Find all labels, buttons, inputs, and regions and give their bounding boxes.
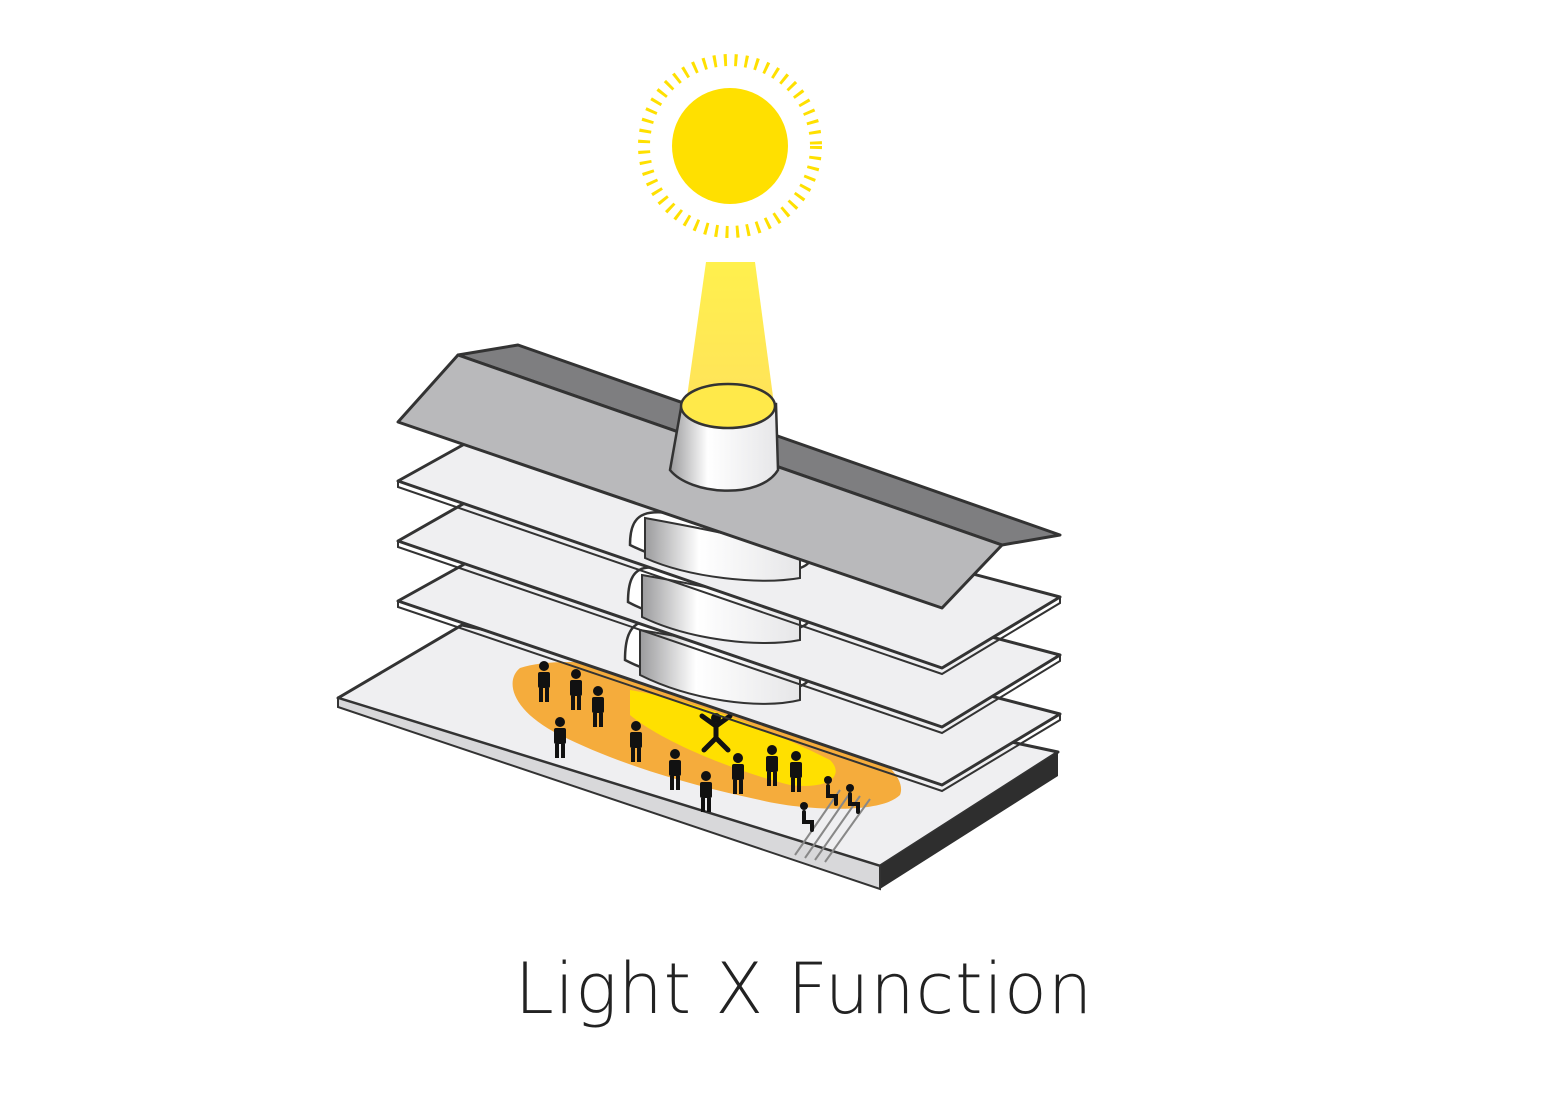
level-3-slab-edge [397, 481, 1061, 676]
level-1-slab-edge [397, 601, 1061, 793]
person-icon [800, 802, 814, 832]
light-beam [686, 262, 774, 404]
person-icon [732, 753, 744, 794]
level-3-cylinder [644, 516, 801, 582]
level-3-slab [396, 439, 1062, 676]
diagram-caption: Light X Function [514, 948, 1094, 1030]
sun-rays [638, 54, 822, 238]
light-glow-core [630, 690, 836, 786]
sun-icon [638, 54, 822, 238]
person-icon [630, 721, 642, 762]
sun-disc [672, 88, 788, 204]
roof [396, 343, 1062, 610]
stairs [794, 789, 871, 863]
level-2-slab-edge [397, 541, 1061, 735]
person-icon [570, 669, 582, 710]
person-icon [790, 751, 802, 792]
ground-floor [336, 623, 1060, 891]
person-icon [700, 771, 712, 812]
skylight-opening [679, 382, 777, 430]
person-icon [766, 745, 778, 786]
person-icon [669, 749, 681, 790]
person-icon [592, 686, 604, 727]
person-icon [554, 717, 566, 758]
person-icon [846, 784, 860, 814]
people-group [538, 661, 860, 832]
person-icon [824, 776, 838, 806]
person-icon [538, 661, 550, 702]
ground-slab-front [880, 752, 1058, 889]
ground-slab-left [337, 696, 881, 891]
